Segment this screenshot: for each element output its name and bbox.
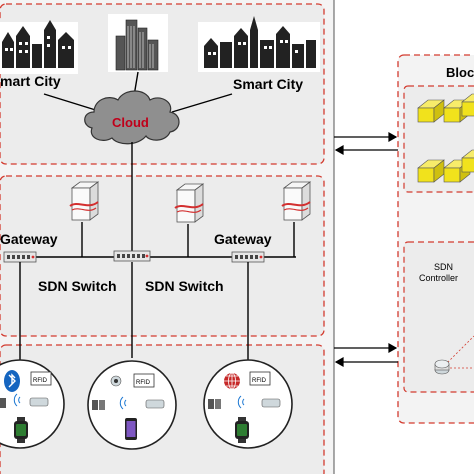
controller-section bbox=[403, 241, 474, 393]
server-icon bbox=[69, 181, 100, 221]
server-icon bbox=[174, 183, 205, 223]
sdn-controller-label-line1: SDN bbox=[434, 262, 453, 272]
buildings-icon bbox=[198, 16, 320, 72]
sensor-icon bbox=[92, 396, 165, 410]
cloud-label: Cloud bbox=[112, 115, 149, 130]
blockchain-cube-icon bbox=[417, 93, 474, 183]
smartwatch-icon bbox=[235, 417, 249, 443]
server-icon bbox=[281, 181, 312, 221]
cloud-icon bbox=[84, 90, 180, 145]
buildings-icon bbox=[0, 20, 78, 74]
arrows-top bbox=[334, 131, 398, 156]
middle-section bbox=[0, 175, 325, 337]
switch-device-links bbox=[19, 262, 249, 362]
rfid-icon: RFID bbox=[30, 371, 52, 386]
rfid-label: RFID bbox=[33, 378, 48, 384]
globe-icon bbox=[224, 372, 240, 390]
switch-icon bbox=[113, 250, 151, 262]
arrows-bottom bbox=[334, 342, 398, 368]
router-icon bbox=[434, 359, 450, 375]
smart-city-label-right: Smart City bbox=[233, 76, 303, 92]
rfid-label: RFID bbox=[136, 380, 151, 386]
server-links bbox=[81, 222, 295, 257]
rfid-label: RFID bbox=[252, 378, 267, 384]
bluetooth-icon bbox=[4, 370, 20, 392]
camera-icon bbox=[110, 375, 122, 387]
rfid-icon: RFID bbox=[249, 371, 271, 386]
blockchain-label: Bloc bbox=[446, 65, 474, 80]
smartphone-icon bbox=[125, 418, 137, 440]
rfid-icon: RFID bbox=[133, 373, 155, 388]
skyscraper-icon bbox=[108, 14, 168, 72]
switch-icon bbox=[231, 251, 265, 263]
switch-icon bbox=[3, 251, 37, 263]
gateway-label-left: Gateway bbox=[0, 231, 58, 247]
gateway-label-right: Gateway bbox=[214, 231, 272, 247]
sensor-icon bbox=[208, 395, 281, 409]
sdn-controller-label-line2: Controller bbox=[419, 273, 458, 283]
sdn-switch-label-right: SDN Switch bbox=[145, 278, 224, 294]
smartwatch-icon bbox=[14, 417, 28, 443]
smart-city-label-left: mart City bbox=[0, 73, 61, 89]
sdn-switch-label-left: SDN Switch bbox=[38, 278, 117, 294]
sensor-icon bbox=[0, 393, 49, 408]
